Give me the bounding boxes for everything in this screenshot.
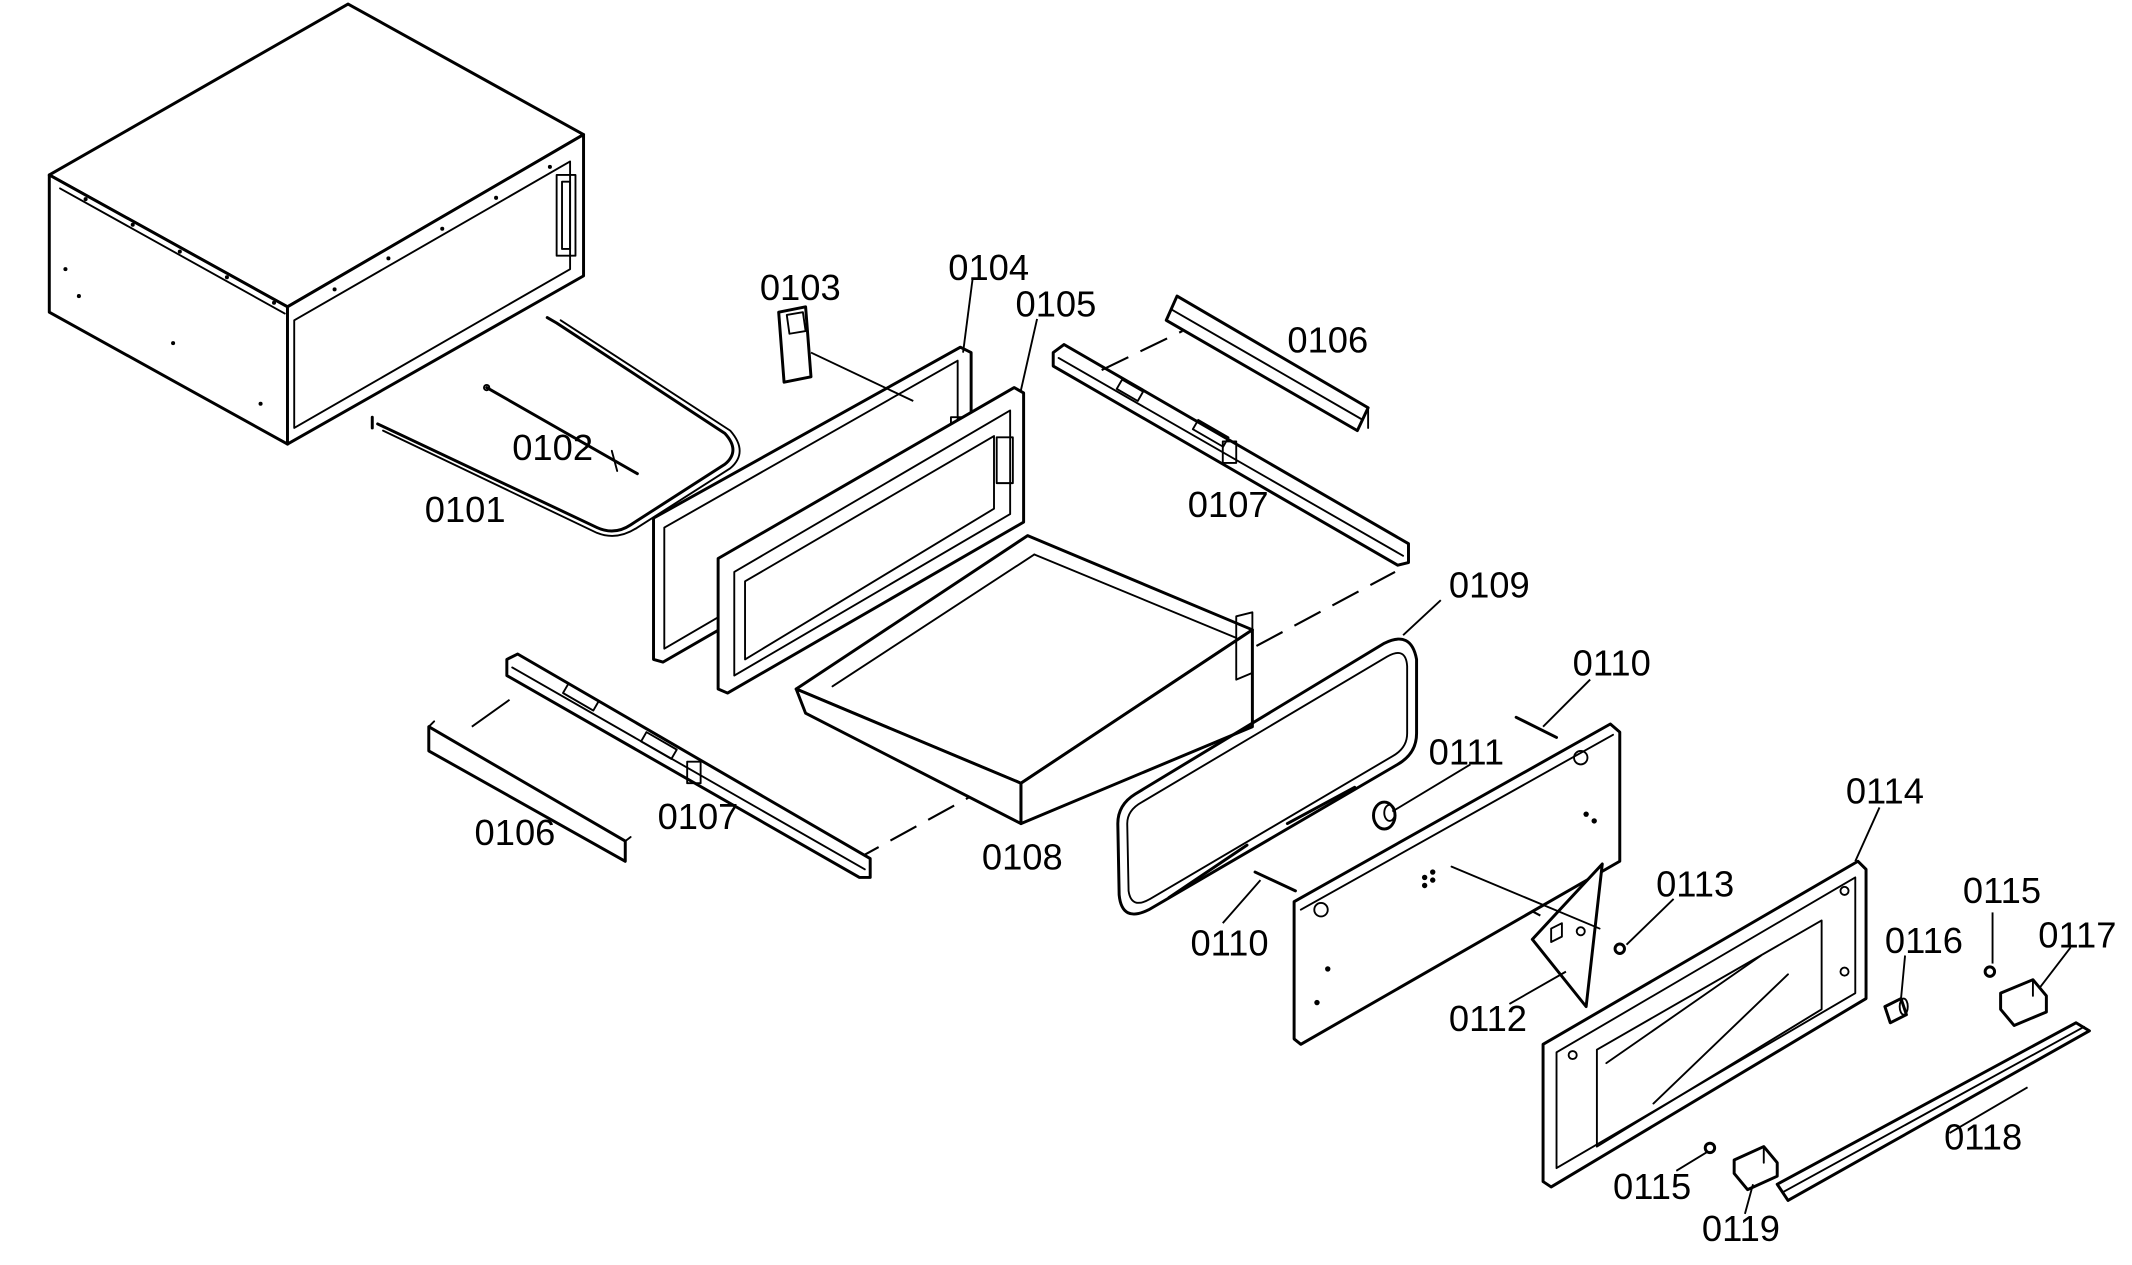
part-0110-pins [1167, 715, 1559, 900]
label-0107-right: 0107 [1188, 484, 1269, 525]
label-0119: 0119 [1702, 1208, 1780, 1249]
part-0103-switch [777, 305, 914, 402]
part-0106-rail-cover-left [427, 720, 632, 863]
label-0112: 0112 [1449, 998, 1527, 1039]
label-0110-top: 0110 [1573, 643, 1651, 684]
part-0101-rack-wire [370, 316, 741, 537]
part-labels: 0101 0102 0103 0104 0105 0106 0107 0109 … [425, 247, 2117, 1249]
label-0106-left: 0106 [475, 812, 556, 853]
label-0114: 0114 [1846, 770, 1924, 811]
part-0115-screws [1703, 965, 1997, 1155]
label-0113: 0113 [1656, 863, 1734, 904]
label-0108: 0108 [982, 836, 1063, 877]
part-0107-slide-left [505, 652, 872, 879]
label-0109: 0109 [1449, 565, 1530, 606]
label-0117: 0117 [2038, 914, 2116, 955]
label-0105: 0105 [1016, 283, 1097, 324]
part-0112-bracket [1530, 862, 1604, 1009]
part-0114-door [1541, 859, 1868, 1189]
leader-lines [471, 279, 2072, 1215]
label-0116: 0116 [1885, 920, 1963, 961]
label-0101: 0101 [425, 489, 506, 530]
part-0113-screw [1450, 865, 1626, 955]
label-0115-bottom: 0115 [1613, 1166, 1691, 1207]
part-0105-front-frame [716, 386, 1026, 695]
label-0102: 0102 [512, 427, 593, 468]
label-0106-right: 0106 [1287, 320, 1368, 361]
part-0119-handle-bracket [1732, 1145, 1779, 1192]
part-inner-door-panel [1292, 722, 1622, 1046]
part-0106-rail-cover-right [1164, 294, 1370, 433]
part-0102-rod [483, 383, 639, 476]
part-0107-slide-right [1051, 343, 1410, 567]
part-0111-roller [1372, 800, 1397, 831]
part-0118-handle [1775, 1021, 2091, 1202]
part-0101-housing [47, 2, 586, 446]
part-0108-drawer [794, 534, 1254, 826]
label-0103: 0103 [760, 267, 841, 308]
part-0109-gasket [1116, 637, 1419, 916]
label-0111: 0111 [1429, 731, 1504, 772]
label-0115-top: 0115 [1963, 870, 2041, 911]
label-0118: 0118 [1944, 1116, 2022, 1157]
label-0110-bottom: 0110 [1190, 922, 1268, 963]
part-0116-spacer [1883, 997, 1909, 1025]
label-0104: 0104 [948, 247, 1029, 288]
part-0117-handle-bracket [1999, 978, 2048, 1027]
label-0107-left: 0107 [658, 796, 739, 837]
